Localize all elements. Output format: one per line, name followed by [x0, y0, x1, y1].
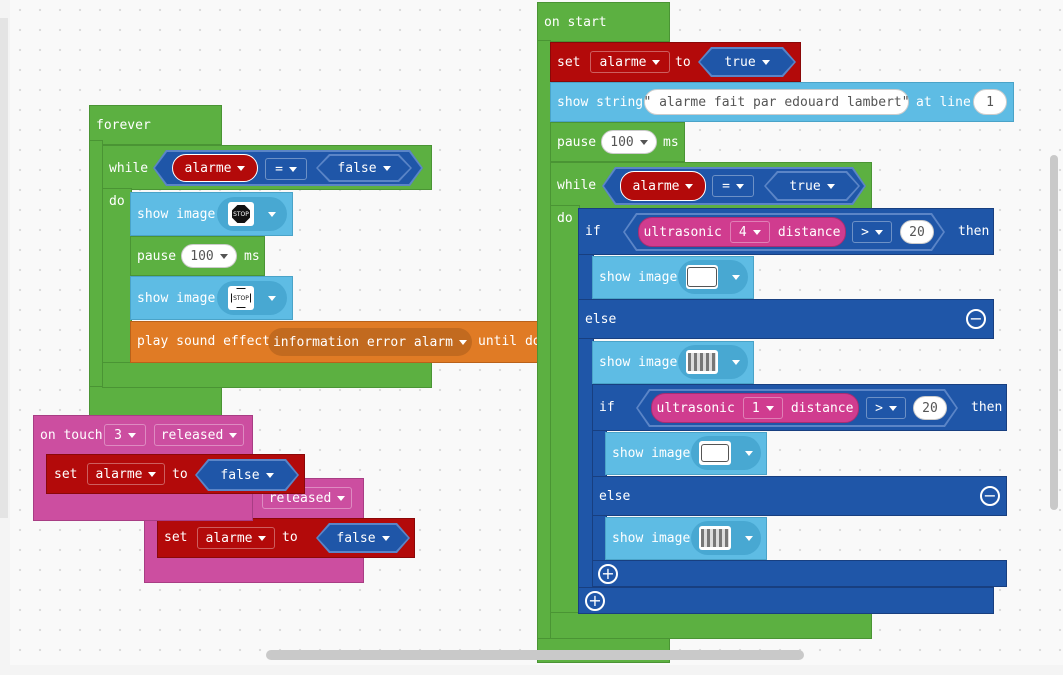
on-start-label: on start	[544, 15, 607, 30]
event-dropdown-2[interactable]: released	[262, 487, 352, 509]
on-start-body-left	[537, 40, 551, 660]
string-input[interactable]: " alarme fait par edouard lambert"	[643, 89, 910, 115]
while-body-left	[102, 188, 132, 388]
on-start-block[interactable]	[537, 2, 670, 42]
var-dropdown-3[interactable]: alarme	[197, 527, 275, 549]
image-picker-5[interactable]	[691, 436, 761, 470]
pause-label-1: pause	[137, 249, 177, 264]
while-footer-2	[550, 612, 872, 639]
event-dropdown[interactable]: released	[154, 424, 244, 446]
else-bar-1[interactable]	[578, 299, 994, 339]
image-picker-1[interactable]: STOP	[217, 197, 287, 231]
set-label-3: set	[164, 530, 188, 545]
horizontal-scrollbar[interactable]	[266, 650, 804, 660]
forever-body-left	[89, 140, 103, 415]
eyes-icon-2	[701, 444, 729, 462]
ultrasonic-pin-1[interactable]: 4	[729, 221, 770, 243]
alarme-variable-2[interactable]: alarme	[620, 171, 706, 201]
ms-label-2: ms	[663, 135, 679, 150]
pattern-icon	[688, 353, 716, 371]
else-bar-2[interactable]	[592, 476, 1007, 516]
to-label-3: to	[282, 530, 298, 545]
else-label-1: else	[585, 312, 617, 327]
ultrasonic-pin-2[interactable]: 1	[742, 397, 783, 419]
set-label-2: set	[54, 467, 78, 482]
false-boolean-3[interactable]: false	[316, 523, 410, 553]
to-label-2: to	[172, 467, 188, 482]
threshold-input-2[interactable]: 20	[913, 396, 947, 420]
cmp-dropdown-1[interactable]: >	[852, 221, 892, 243]
image-picker-2[interactable]: STOP	[217, 281, 287, 315]
alarme-variable[interactable]: alarme	[172, 154, 258, 182]
ultrasonic-reporter-1[interactable]: ultrasonic 4 distance	[638, 217, 846, 247]
do-label-2: do	[557, 211, 573, 226]
toolbox-edge	[0, 18, 8, 518]
forever-block[interactable]	[89, 105, 222, 145]
pause-label-2: pause	[557, 135, 597, 150]
var-dropdown-2[interactable]: alarme	[87, 463, 165, 485]
if-footer-1	[578, 587, 994, 614]
while-footer	[102, 362, 432, 388]
do-label: do	[109, 194, 125, 209]
pattern-icon-2	[701, 529, 729, 547]
true-boolean-1[interactable]: true	[698, 47, 796, 77]
while-label-2: while	[557, 178, 597, 193]
show-image-label-1: show image	[137, 207, 216, 222]
pause-block-2[interactable]	[550, 122, 685, 162]
minus-icon-2[interactable]: −	[980, 486, 1000, 506]
while-label: while	[109, 161, 149, 176]
ultrasonic-reporter-2[interactable]: ultrasonic 1 distance	[651, 393, 859, 423]
cmp-dropdown-2[interactable]: >	[866, 397, 906, 419]
var-dropdown-1[interactable]: alarme	[590, 51, 670, 73]
while-body-left-2	[550, 205, 580, 635]
on-touch-label: on touch	[40, 428, 103, 443]
forever-label: forever	[96, 118, 151, 133]
minus-icon-1[interactable]: −	[966, 309, 986, 329]
else-label-2: else	[599, 489, 631, 504]
false-boolean-2[interactable]: false	[195, 459, 299, 491]
show-image-label-3: show image	[599, 270, 678, 285]
operator-dropdown-2[interactable]: =	[712, 175, 754, 197]
to-label-1: to	[675, 55, 691, 70]
show-image-label-5: show image	[612, 446, 691, 461]
then-label-1: then	[958, 224, 990, 239]
pause-value-1[interactable]: 100	[181, 244, 237, 268]
pin-dropdown[interactable]: 3	[104, 424, 146, 446]
plus-icon-2[interactable]: +	[585, 591, 605, 611]
stop-icon: STOP	[232, 205, 250, 223]
pause-value-2[interactable]: 100	[601, 130, 657, 154]
eyes-icon	[687, 267, 717, 287]
show-string-label: show string	[557, 95, 644, 110]
image-picker-3[interactable]	[678, 260, 748, 294]
forever-footer	[89, 386, 222, 416]
stop-icon-outline: STOP	[231, 288, 251, 308]
at-line-label: at line	[916, 95, 971, 110]
if-label-2: if	[599, 400, 615, 415]
if-label-1: if	[585, 224, 601, 239]
line-input[interactable]: 1	[973, 89, 1007, 115]
show-image-label-2: show image	[137, 291, 216, 306]
operator-dropdown[interactable]: =	[265, 158, 307, 180]
true-boolean-2[interactable]: true	[764, 171, 860, 201]
plus-icon-1[interactable]: +	[598, 564, 618, 584]
show-image-label-4: show image	[599, 355, 678, 370]
threshold-input-1[interactable]: 20	[900, 220, 934, 244]
false-boolean[interactable]: false	[316, 154, 412, 182]
image-picker-6[interactable]	[691, 521, 761, 555]
until-label: until do	[478, 334, 541, 349]
sound-dropdown[interactable]: information error alarm	[268, 328, 472, 356]
then-label-2: then	[971, 400, 1003, 415]
play-sound-label: play sound effect	[137, 334, 271, 349]
image-picker-4[interactable]	[678, 345, 748, 379]
if-footer-2	[592, 560, 1007, 587]
vertical-scrollbar[interactable]	[1050, 155, 1058, 510]
ms-label-1: ms	[244, 249, 260, 264]
set-label-1: set	[557, 55, 581, 70]
show-image-label-6: show image	[612, 531, 691, 546]
